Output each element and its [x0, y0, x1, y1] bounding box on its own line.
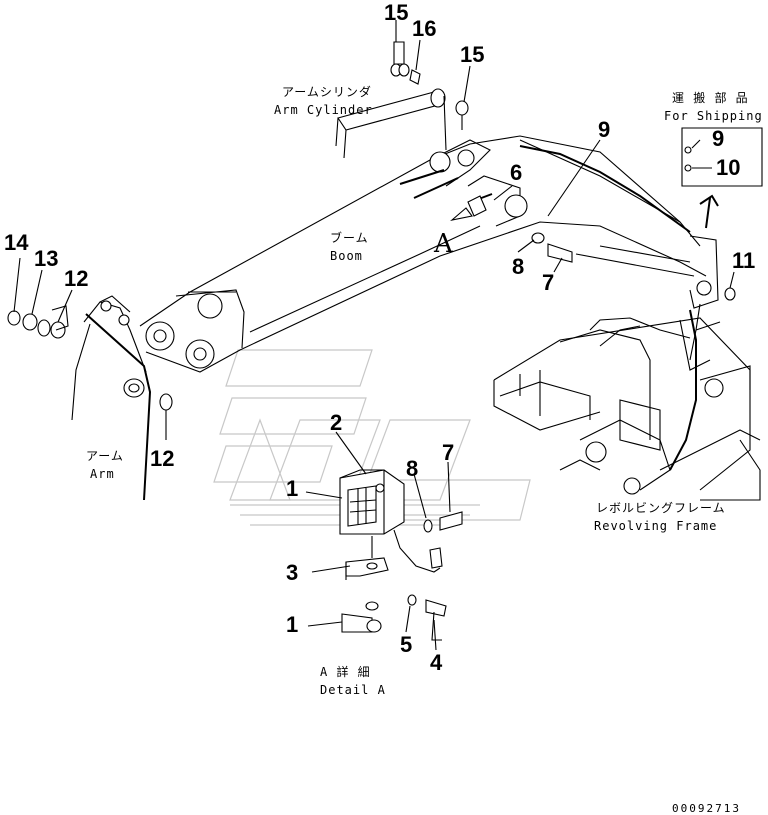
arm-drawing [71, 295, 152, 501]
arm-cylinder-drawing [335, 88, 463, 159]
for-shipping-label-jp: 運 搬 部 品 [672, 90, 749, 105]
callout-1-lower: 1 [286, 612, 298, 637]
boom-label-en: Boom [330, 249, 363, 263]
arm-cylinder-label-en: Arm Cylinder [274, 103, 373, 117]
arm-label-en: Arm [90, 467, 115, 481]
detail-a-label-en: Detail A [320, 683, 386, 697]
callout-11: 11 [732, 248, 755, 273]
callout-9-shipping: 9 [712, 126, 724, 151]
callout-7-detail: 7 [442, 440, 454, 465]
callout-5: 5 [400, 632, 412, 657]
callout-16: 16 [412, 16, 436, 41]
callout-9-boom: 9 [598, 117, 610, 142]
revolving-frame-label-jp: レボルビングフレーム [596, 501, 726, 515]
callout-10: 10 [716, 155, 740, 180]
callout-12-lower: 12 [150, 446, 174, 471]
boom-label-jp: ブーム [330, 230, 369, 245]
view-a-label: A [433, 229, 454, 259]
revolving-frame-drawing [493, 309, 761, 501]
callout-15-right: 15 [460, 42, 484, 67]
arm-label-jp: アーム [86, 449, 124, 463]
callout-6: 6 [510, 160, 522, 185]
arm-cylinder-label-jp: アームシリンダ [282, 84, 372, 99]
for-shipping-box [681, 127, 763, 229]
callout-7-boom: 7 [542, 270, 554, 295]
callout-13: 13 [34, 246, 58, 271]
small-parts [7, 41, 736, 411]
drawing-code: 00092713 [672, 802, 741, 815]
callout-2: 2 [330, 410, 342, 435]
callout-12-upper: 12 [64, 266, 88, 291]
for-shipping-label-en: For Shipping [664, 109, 763, 123]
callout-14: 14 [4, 230, 29, 255]
labels: アームシリンダ Arm Cylinder 運 搬 部 品 For Shippin… [86, 84, 763, 815]
callout-1-upper: 1 [286, 476, 298, 501]
detail-a-drawing [339, 469, 463, 641]
callout-8-detail: 8 [406, 456, 418, 481]
callout-8-boom: 8 [512, 254, 524, 279]
callout-4: 4 [430, 650, 443, 675]
callout-15-top: 15 [384, 0, 408, 25]
revolving-frame-label-en: Revolving Frame [594, 519, 717, 533]
leader-lines [13, 20, 735, 651]
boom-drawing [139, 135, 719, 373]
callout-3: 3 [286, 560, 298, 585]
detail-a-label-jp: A 詳 細 [320, 664, 371, 679]
callouts: 15 16 15 9 9 10 6 11 8 7 14 13 12 12 2 7… [4, 0, 755, 675]
